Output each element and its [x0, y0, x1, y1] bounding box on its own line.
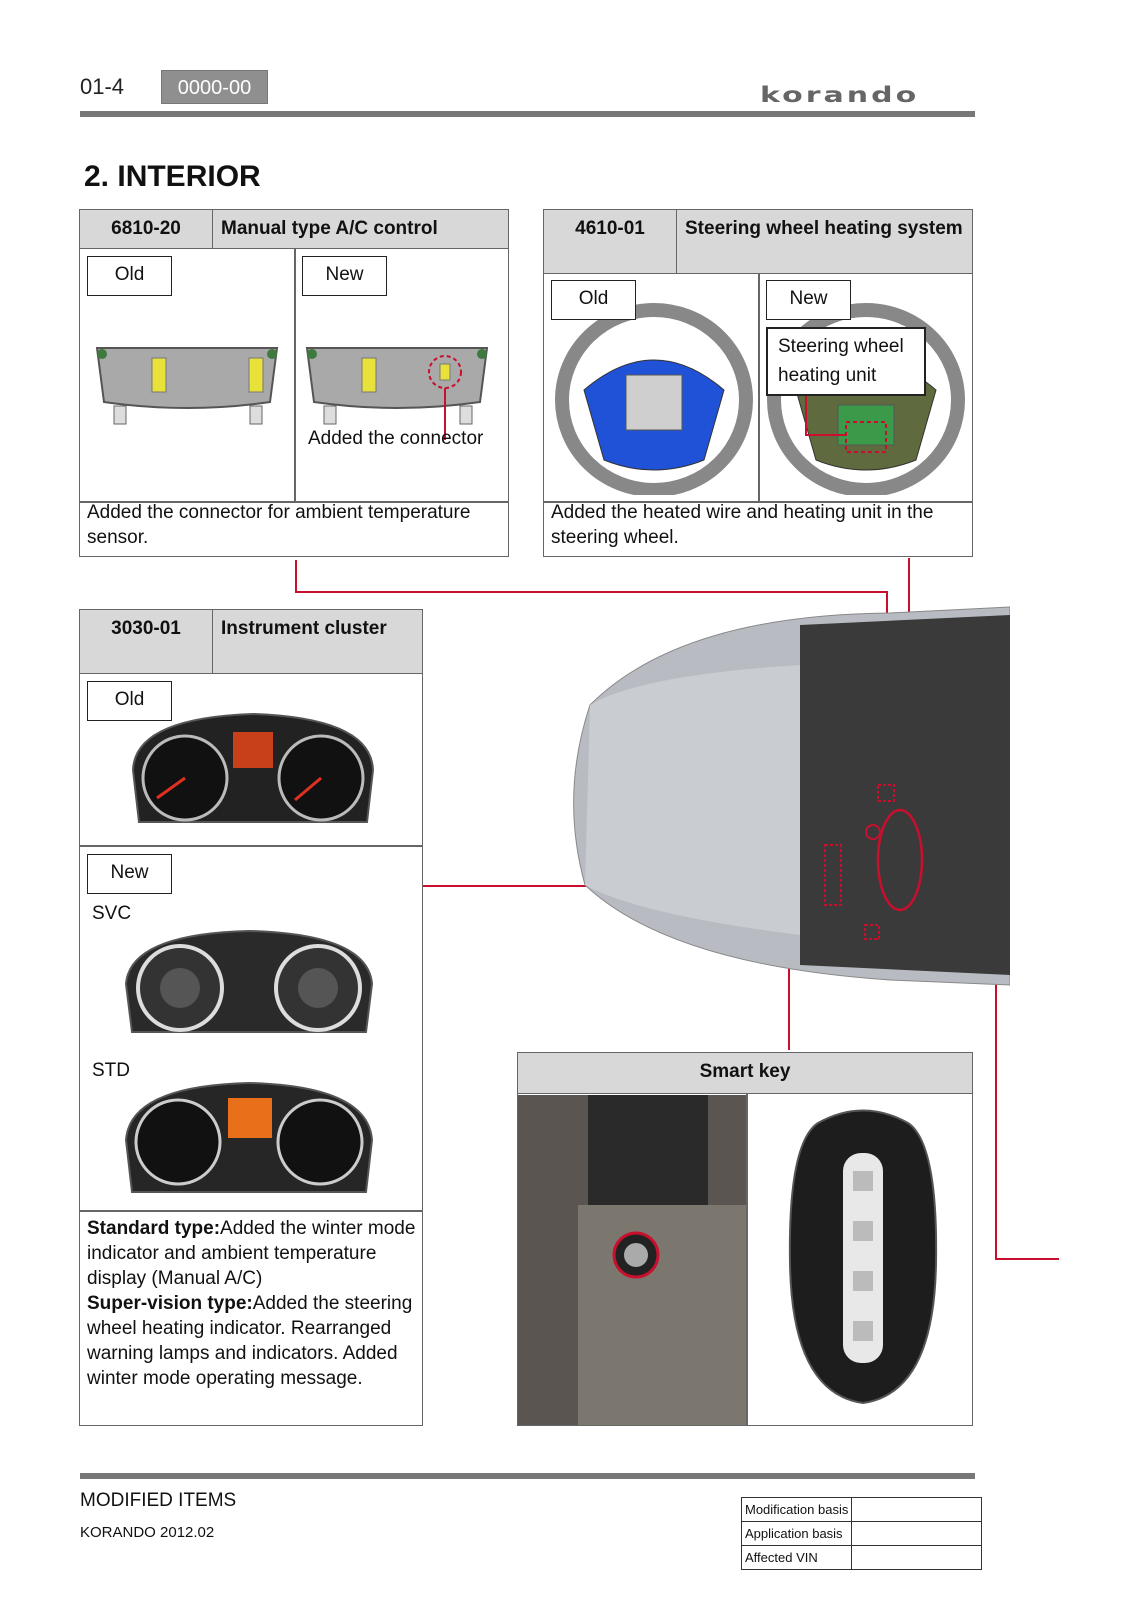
cluster-desc-2: Added the steering wheel heating indicat…: [87, 1293, 413, 1389]
ac-control-box: 6810-20 Manual type A/C control Old New …: [79, 209, 509, 557]
steering-callout: Steering wheel heating unit: [766, 327, 926, 396]
cluster-old-tag: Old: [87, 681, 172, 721]
start-button-image: [518, 1095, 746, 1425]
smart-key-header: Smart key: [518, 1053, 972, 1094]
car-interior-image: [573, 606, 1010, 986]
cluster-svc-label: SVC: [92, 903, 132, 924]
footer-subtitle: KORANDO 2012.02: [80, 1524, 215, 1541]
steering-title: Steering wheel heating system: [685, 218, 963, 239]
cluster-old-image: [131, 712, 375, 823]
basis-row-label: Affected VIN: [740, 1545, 853, 1570]
steering-old-tag: Old: [551, 280, 636, 320]
cluster-header: 3030-01 Instrument cluster: [80, 610, 422, 674]
steering-box: 4610-01 Steering wheel heating system Ol…: [543, 209, 973, 557]
cluster-desc-bold-2: Super-vision type:: [87, 1293, 253, 1314]
cluster-title: Instrument cluster: [221, 618, 387, 639]
section-title: 2. INTERIOR: [84, 160, 261, 193]
cluster-code: 3030-01: [80, 610, 213, 673]
section-code-badge: 0000-00: [161, 70, 268, 104]
footer-title: MODIFIED ITEMS: [80, 1490, 237, 1511]
ac-old-panel-image: [95, 347, 279, 425]
smart-key-title: Smart key: [699, 1061, 791, 1082]
footer-rule: [80, 1473, 975, 1479]
cluster-std-image: [124, 1081, 374, 1193]
cluster-new-tag: New: [87, 854, 172, 894]
steering-callout-line-2: heating unit: [778, 365, 877, 386]
cluster-description: Standard type:Added the winter mode indi…: [87, 1216, 417, 1391]
steering-callout-line-1: Steering wheel: [778, 336, 904, 357]
ac-description: Added the connector for ambient temperat…: [87, 502, 471, 548]
ac-title: Manual type A/C control: [221, 218, 438, 239]
ac-header: 6810-20 Manual type A/C control: [80, 210, 508, 249]
ac-callout: Added the connector: [308, 428, 484, 449]
steering-header: 4610-01 Steering wheel heating system: [544, 210, 972, 274]
ac-new-tag: New: [302, 256, 387, 296]
steering-new-tag: New: [766, 280, 851, 320]
leader-line: [995, 932, 997, 1260]
leader-line: [995, 1258, 1059, 1260]
steering-description: Added the heated wire and heating unit i…: [551, 502, 934, 548]
ac-code: 6810-20: [80, 210, 213, 248]
cluster-desc-bold-1: Standard type:: [87, 1218, 221, 1239]
steering-code: 4610-01: [544, 210, 677, 273]
basis-table: Modification basis Application basis Aff…: [740, 1497, 983, 1570]
cluster-box: 3030-01 Instrument cluster Old New SVC S…: [79, 609, 423, 1426]
ac-new-panel-image: [305, 347, 489, 440]
cluster-svc-image: [124, 929, 374, 1033]
cluster-std-label: STD: [92, 1060, 130, 1081]
page-number: 01-4: [80, 74, 125, 99]
smart-key-box: Smart key: [517, 1052, 973, 1426]
basis-row-label: Application basis: [740, 1521, 853, 1546]
header-rule: [80, 111, 975, 117]
cluster-desc-1: Added the winter mode indicator and ambi…: [87, 1218, 416, 1289]
smart-key-fob-image: [788, 1109, 938, 1405]
brand-logo: korando: [760, 83, 920, 108]
ac-old-tag: Old: [87, 256, 172, 296]
steering-old-image: [555, 303, 753, 495]
leader-line: [295, 560, 297, 592]
basis-row-label: Modification basis: [740, 1497, 853, 1522]
leader-line: [295, 591, 887, 593]
